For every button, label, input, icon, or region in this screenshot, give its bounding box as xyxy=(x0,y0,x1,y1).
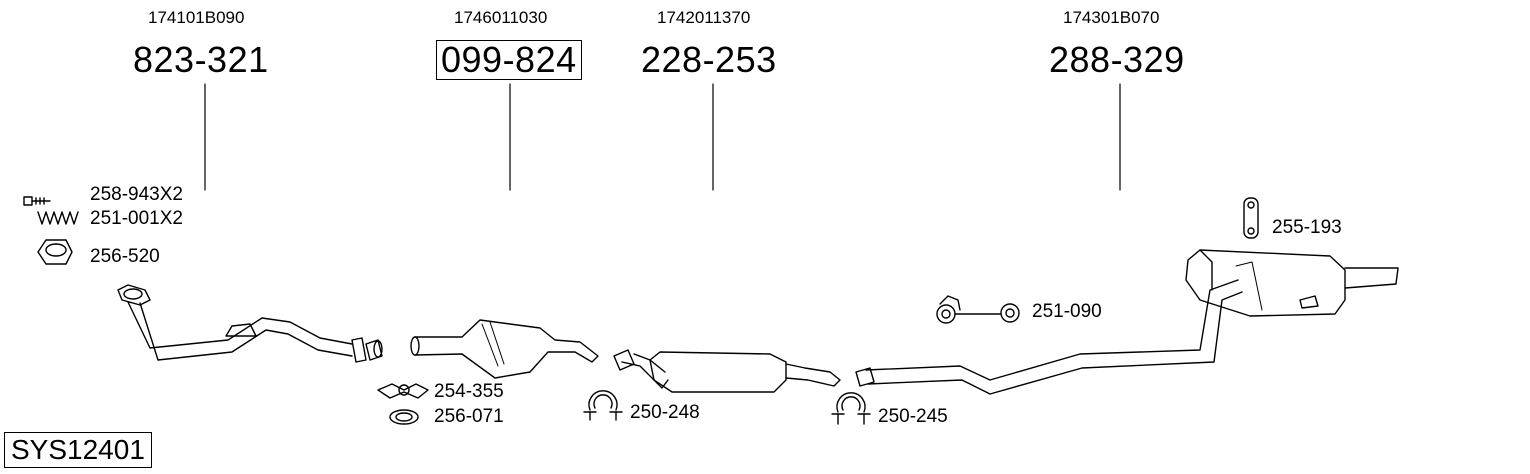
oem-number-catalyst: 1746011030 xyxy=(454,8,548,27)
u-clamp-icon xyxy=(831,392,871,425)
u-clamp-icon xyxy=(583,390,623,421)
leader-lines xyxy=(204,83,1121,191)
accessory-label-gasket-rear[interactable]: 256-071 xyxy=(434,406,504,427)
part-number-front-pipe[interactable]: 823-321 xyxy=(133,39,269,80)
hanger-strap-icon xyxy=(1243,197,1259,239)
bolt-icon xyxy=(23,196,51,206)
system-code-label: SYS12401 xyxy=(4,432,152,468)
front-pipe-drawing xyxy=(117,284,383,363)
flange-clamp-icon xyxy=(377,383,429,399)
accessory-label-rubber-hanger[interactable]: 251-090 xyxy=(1032,301,1102,322)
gasket-ring-icon xyxy=(389,409,419,425)
accessory-label-spring[interactable]: 251-001X2 xyxy=(90,208,183,229)
accessory-label-flange-clamp[interactable]: 254-355 xyxy=(434,381,504,402)
oem-number-front-pipe: 174101B090 xyxy=(148,8,245,27)
accessory-label-clamp-middle[interactable]: 250-248 xyxy=(630,402,700,423)
gasket-ring-icon xyxy=(37,239,73,265)
accessory-label-clamp-rear[interactable]: 250-245 xyxy=(878,406,948,427)
part-number-rear-silencer[interactable]: 288-329 xyxy=(1049,39,1185,80)
part-number-middle-silencer[interactable]: 228-253 xyxy=(641,39,777,80)
rear-silencer-drawing xyxy=(855,249,1399,395)
accessory-label-gasket-front[interactable]: 256-520 xyxy=(90,246,160,267)
middle-silencer-drawing xyxy=(613,349,841,393)
accessory-label-hanger-strap[interactable]: 255-193 xyxy=(1272,217,1342,238)
catalytic-converter-drawing xyxy=(410,319,599,379)
rubber-hanger-icon xyxy=(936,295,1020,324)
oem-number-middle-silencer: 1742011370 xyxy=(657,8,751,27)
oem-number-rear-silencer: 174301B070 xyxy=(1063,8,1160,27)
spring-icon xyxy=(37,211,79,225)
part-number-catalyst[interactable]: 099-824 xyxy=(436,40,582,80)
accessory-label-bolt[interactable]: 258-943X2 xyxy=(90,184,183,205)
